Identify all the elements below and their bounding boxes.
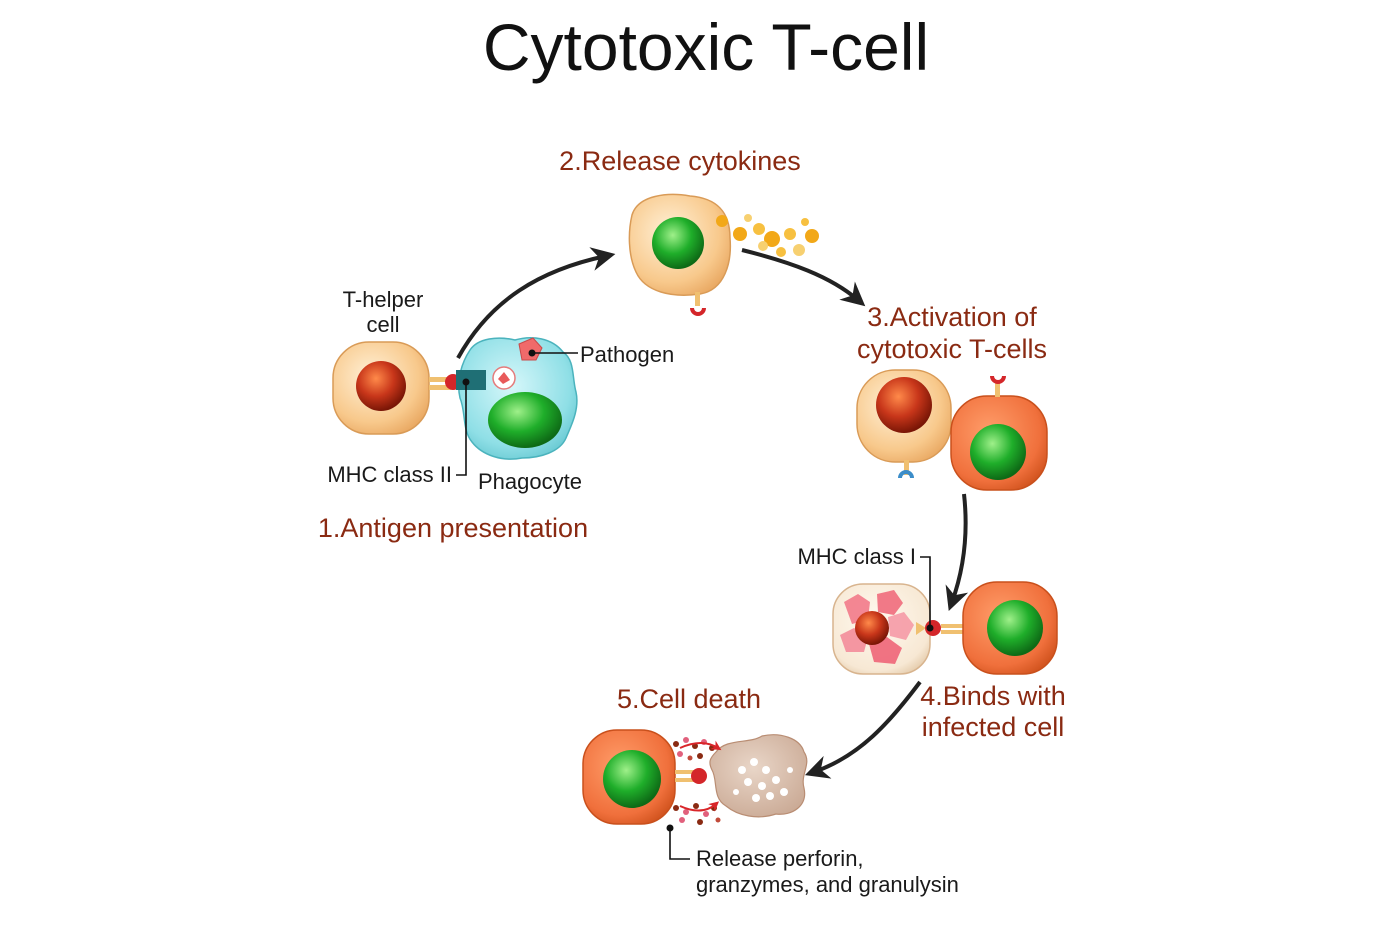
mhc-class-ii-label: MHC class II	[327, 462, 452, 487]
helper-t-cell-step3	[856, 369, 952, 478]
step-3-label-line2: cytotoxic T-cells	[857, 334, 1047, 364]
release-leader	[666, 824, 690, 860]
infected-cell	[832, 583, 931, 675]
arrow-step1-to-step2	[456, 247, 616, 359]
dying-cell	[709, 734, 808, 818]
t-helper-label-line2: cell	[366, 312, 399, 337]
arrow-step4-to-step5	[804, 680, 922, 779]
perforin-granules	[673, 737, 722, 825]
t-helper-label-line1: T-helper	[343, 287, 424, 312]
pathogen-label: Pathogen	[580, 342, 674, 367]
step-3-label-line1: 3.Activation of	[867, 302, 1037, 332]
t-helper-cell	[332, 341, 430, 435]
cytokine-particles	[716, 214, 819, 257]
pathogen-icon	[518, 337, 543, 361]
pathogen-leader	[528, 349, 578, 357]
cytotoxic-t-cell-step3	[950, 376, 1048, 491]
step-1-label: 1.Antigen presentation	[318, 513, 588, 543]
page-title: Cytotoxic T-cell	[483, 10, 929, 84]
mhc2-leader	[456, 378, 470, 476]
arrow-step3-to-step4	[945, 493, 969, 612]
step-4-label-line1: 4.Binds with	[920, 681, 1066, 711]
step-5-label: 5.Cell death	[617, 684, 761, 714]
activated-t-helper-cell	[628, 193, 732, 316]
release-label-line2: granzymes, and granulysin	[696, 872, 959, 897]
phagocyte-cell	[456, 337, 578, 460]
arrow-step2-to-step3	[741, 248, 866, 307]
mhc1-leader	[920, 556, 934, 632]
cytotoxic-t-cell-step5	[582, 729, 707, 825]
release-label-line1: Release perforin,	[696, 846, 864, 871]
step-2-label: 2.Release cytokines	[559, 146, 801, 176]
mhc-class-i-label: MHC class I	[797, 544, 916, 569]
phagocyte-label: Phagocyte	[478, 469, 582, 494]
step-4-label-line2: infected cell	[922, 712, 1065, 742]
cytotoxic-t-cell-step4	[962, 581, 1058, 675]
